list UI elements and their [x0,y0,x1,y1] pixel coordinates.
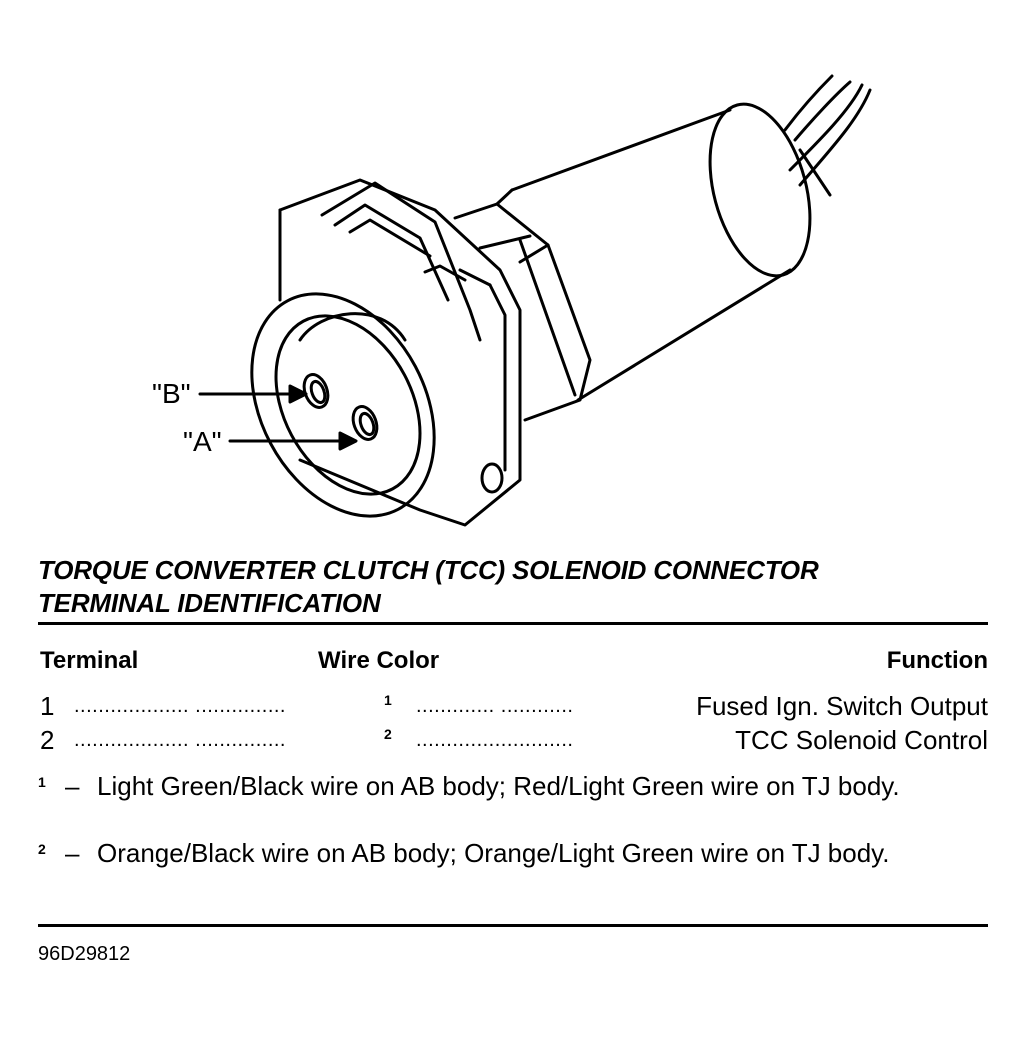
top-divider [38,622,988,625]
table-row: 2 ................... ............... 2 … [38,725,988,755]
terminal-a [351,405,379,441]
connector-collar [453,188,592,422]
figure-title-line-2: TERMINAL IDENTIFICATION [38,588,381,618]
footnote-mark: 2 [38,841,46,857]
terminal-function: Fused Ign. Switch Output [690,691,988,721]
locking-latch [320,181,482,342]
wire-color-footnote-ref: 2 [384,726,392,742]
footnote-dash: – [65,838,80,868]
footnote-text: Orange/Black wire on AB body; Orange/Lig… [97,838,890,868]
table-row: 1 ................... ............... 1 … [38,691,988,721]
footnote-text: Light Green/Black wire on AB body; Red/L… [97,771,900,801]
column-header-wire-color: Wire Color [318,647,440,674]
callout-arrow-a [228,431,358,451]
terminal-b [302,373,330,409]
mounting-tab [480,462,504,494]
bottom-divider [38,924,988,927]
figure-title: TORQUE CONVERTER CLUTCH (TCC) SOLENOID C… [38,554,988,620]
column-header-function: Function [886,647,988,674]
terminal-number: 1 [40,691,55,721]
leader-dots: ............. ............ [416,695,574,717]
wire-bundle [783,74,872,197]
column-header-terminal: Terminal [40,647,139,674]
terminal-function: TCC Solenoid Control [729,725,988,755]
connector-face [250,292,436,518]
callout-label-b: "B" [152,378,191,409]
tcc-connector-illustration [198,74,872,527]
wire-color-footnote-ref: 1 [384,692,392,708]
callout-label-a: "A" [183,426,222,457]
leader-dots: .......................... [416,729,574,751]
connector-body [510,102,812,402]
callout-arrow-b [198,384,308,404]
footnote-dash: – [65,771,80,801]
figure-id: 96D29812 [38,943,131,965]
leader-dots: ................... ............... [74,729,286,751]
leader-dots: ................... ............... [74,695,286,717]
footnote-mark: 1 [38,774,46,790]
terminal-number: 2 [40,725,55,755]
figure-title-line-1: TORQUE CONVERTER CLUTCH (TCC) SOLENOID C… [38,555,819,585]
